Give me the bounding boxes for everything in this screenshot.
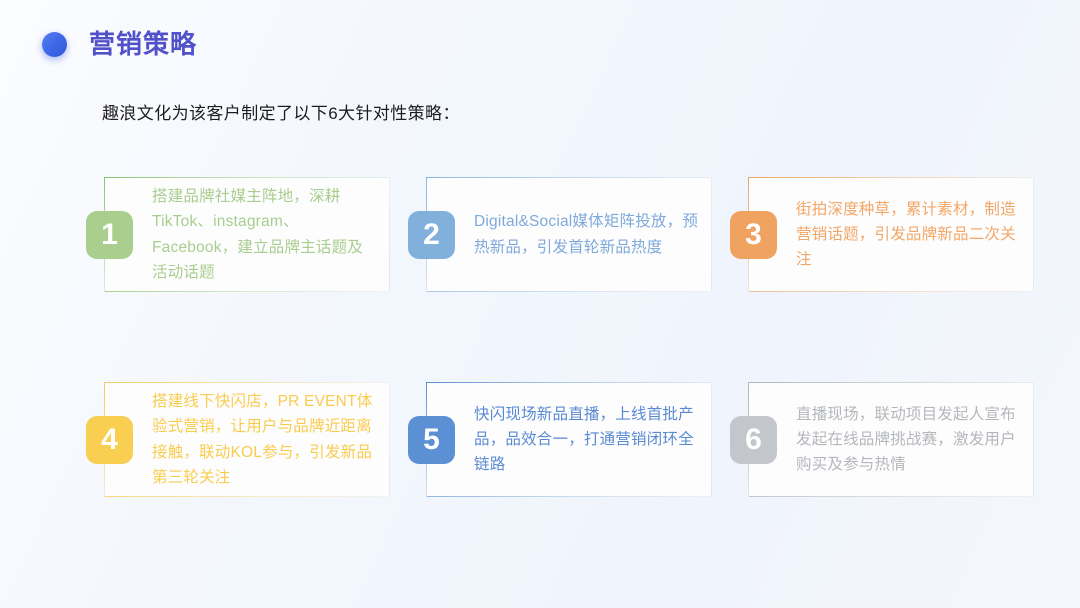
card-border-top	[426, 177, 712, 178]
filled-circle-icon	[41, 31, 67, 57]
card-text-2: Digital&Social媒体矩阵投放，预热新品，引发首轮新品热度	[474, 213, 699, 256]
card-text-5: 快闪现场新品直播，上线首批产品，品效合一，打通营销闭环全链路	[474, 405, 694, 474]
card-border-right	[1033, 177, 1034, 292]
card-border-top	[426, 382, 712, 383]
card-border-bottom	[426, 291, 712, 292]
strategy-card-3[interactable]: 3 街拍深度种草，累计素材，制造营销话题，引发品牌新品二次关注	[730, 177, 1034, 292]
card-border-bottom	[104, 291, 390, 292]
subtitle-text: 趣浪文化为该客户制定了以下6大针对性策略：	[102, 104, 460, 123]
card-number-badge-3: 3	[730, 210, 777, 259]
strategy-card-grid: 1 搭建品牌社媒主阵地，深耕TikTok、instagram、Facebook，…	[86, 177, 1034, 497]
card-border-right	[389, 177, 390, 292]
card-border-bottom	[426, 496, 712, 497]
card-border-right	[1033, 382, 1034, 497]
strategy-card-1[interactable]: 1 搭建品牌社媒主阵地，深耕TikTok、instagram、Facebook，…	[86, 177, 390, 292]
card-border-top	[104, 382, 390, 383]
card-border-right	[389, 382, 390, 497]
card-text-4: 搭建线下快闪店，PR EVENT体验式营销，让用户与品牌近距离接触，联动KOL参…	[152, 393, 373, 486]
card-text-6: 直播现场，联动项目发起人宣布发起在线品牌挑战赛，激发用户购买及参与热情	[796, 405, 1016, 474]
page-title: 营销策略	[89, 29, 198, 59]
card-number-badge-6: 6	[730, 415, 777, 464]
strategy-card-5[interactable]: 5 快闪现场新品直播，上线首批产品，品效合一，打通营销闭环全链路	[408, 382, 712, 497]
card-border-top	[104, 177, 390, 178]
card-border-bottom	[104, 496, 390, 497]
card-border-top	[748, 177, 1034, 178]
card-border-bottom	[748, 496, 1034, 497]
card-text-3: 街拍深度种草，累计素材，制造营销话题，引发品牌新品二次关注	[796, 200, 1016, 269]
card-number-badge-2: 2	[408, 210, 455, 259]
card-number-badge-1: 1	[86, 210, 133, 259]
strategy-card-2[interactable]: 2 Digital&Social媒体矩阵投放，预热新品，引发首轮新品热度	[408, 177, 712, 292]
page-header: 营销策略	[36, 20, 197, 68]
card-number-badge-5: 5	[408, 415, 455, 464]
card-number-badge-4: 4	[86, 415, 133, 464]
strategy-card-6[interactable]: 6 直播现场，联动项目发起人宣布发起在线品牌挑战赛，激发用户购买及参与热情	[730, 382, 1034, 497]
card-border-right	[711, 177, 712, 292]
card-border-right	[711, 382, 712, 497]
card-border-top	[748, 382, 1034, 383]
card-text-1: 搭建品牌社媒主阵地，深耕TikTok、instagram、Facebook，建立…	[152, 188, 363, 281]
title-bullet	[36, 26, 72, 64]
card-border-bottom	[748, 291, 1034, 292]
strategy-card-4[interactable]: 4 搭建线下快闪店，PR EVENT体验式营销，让用户与品牌近距离接触，联动KO…	[86, 382, 390, 497]
